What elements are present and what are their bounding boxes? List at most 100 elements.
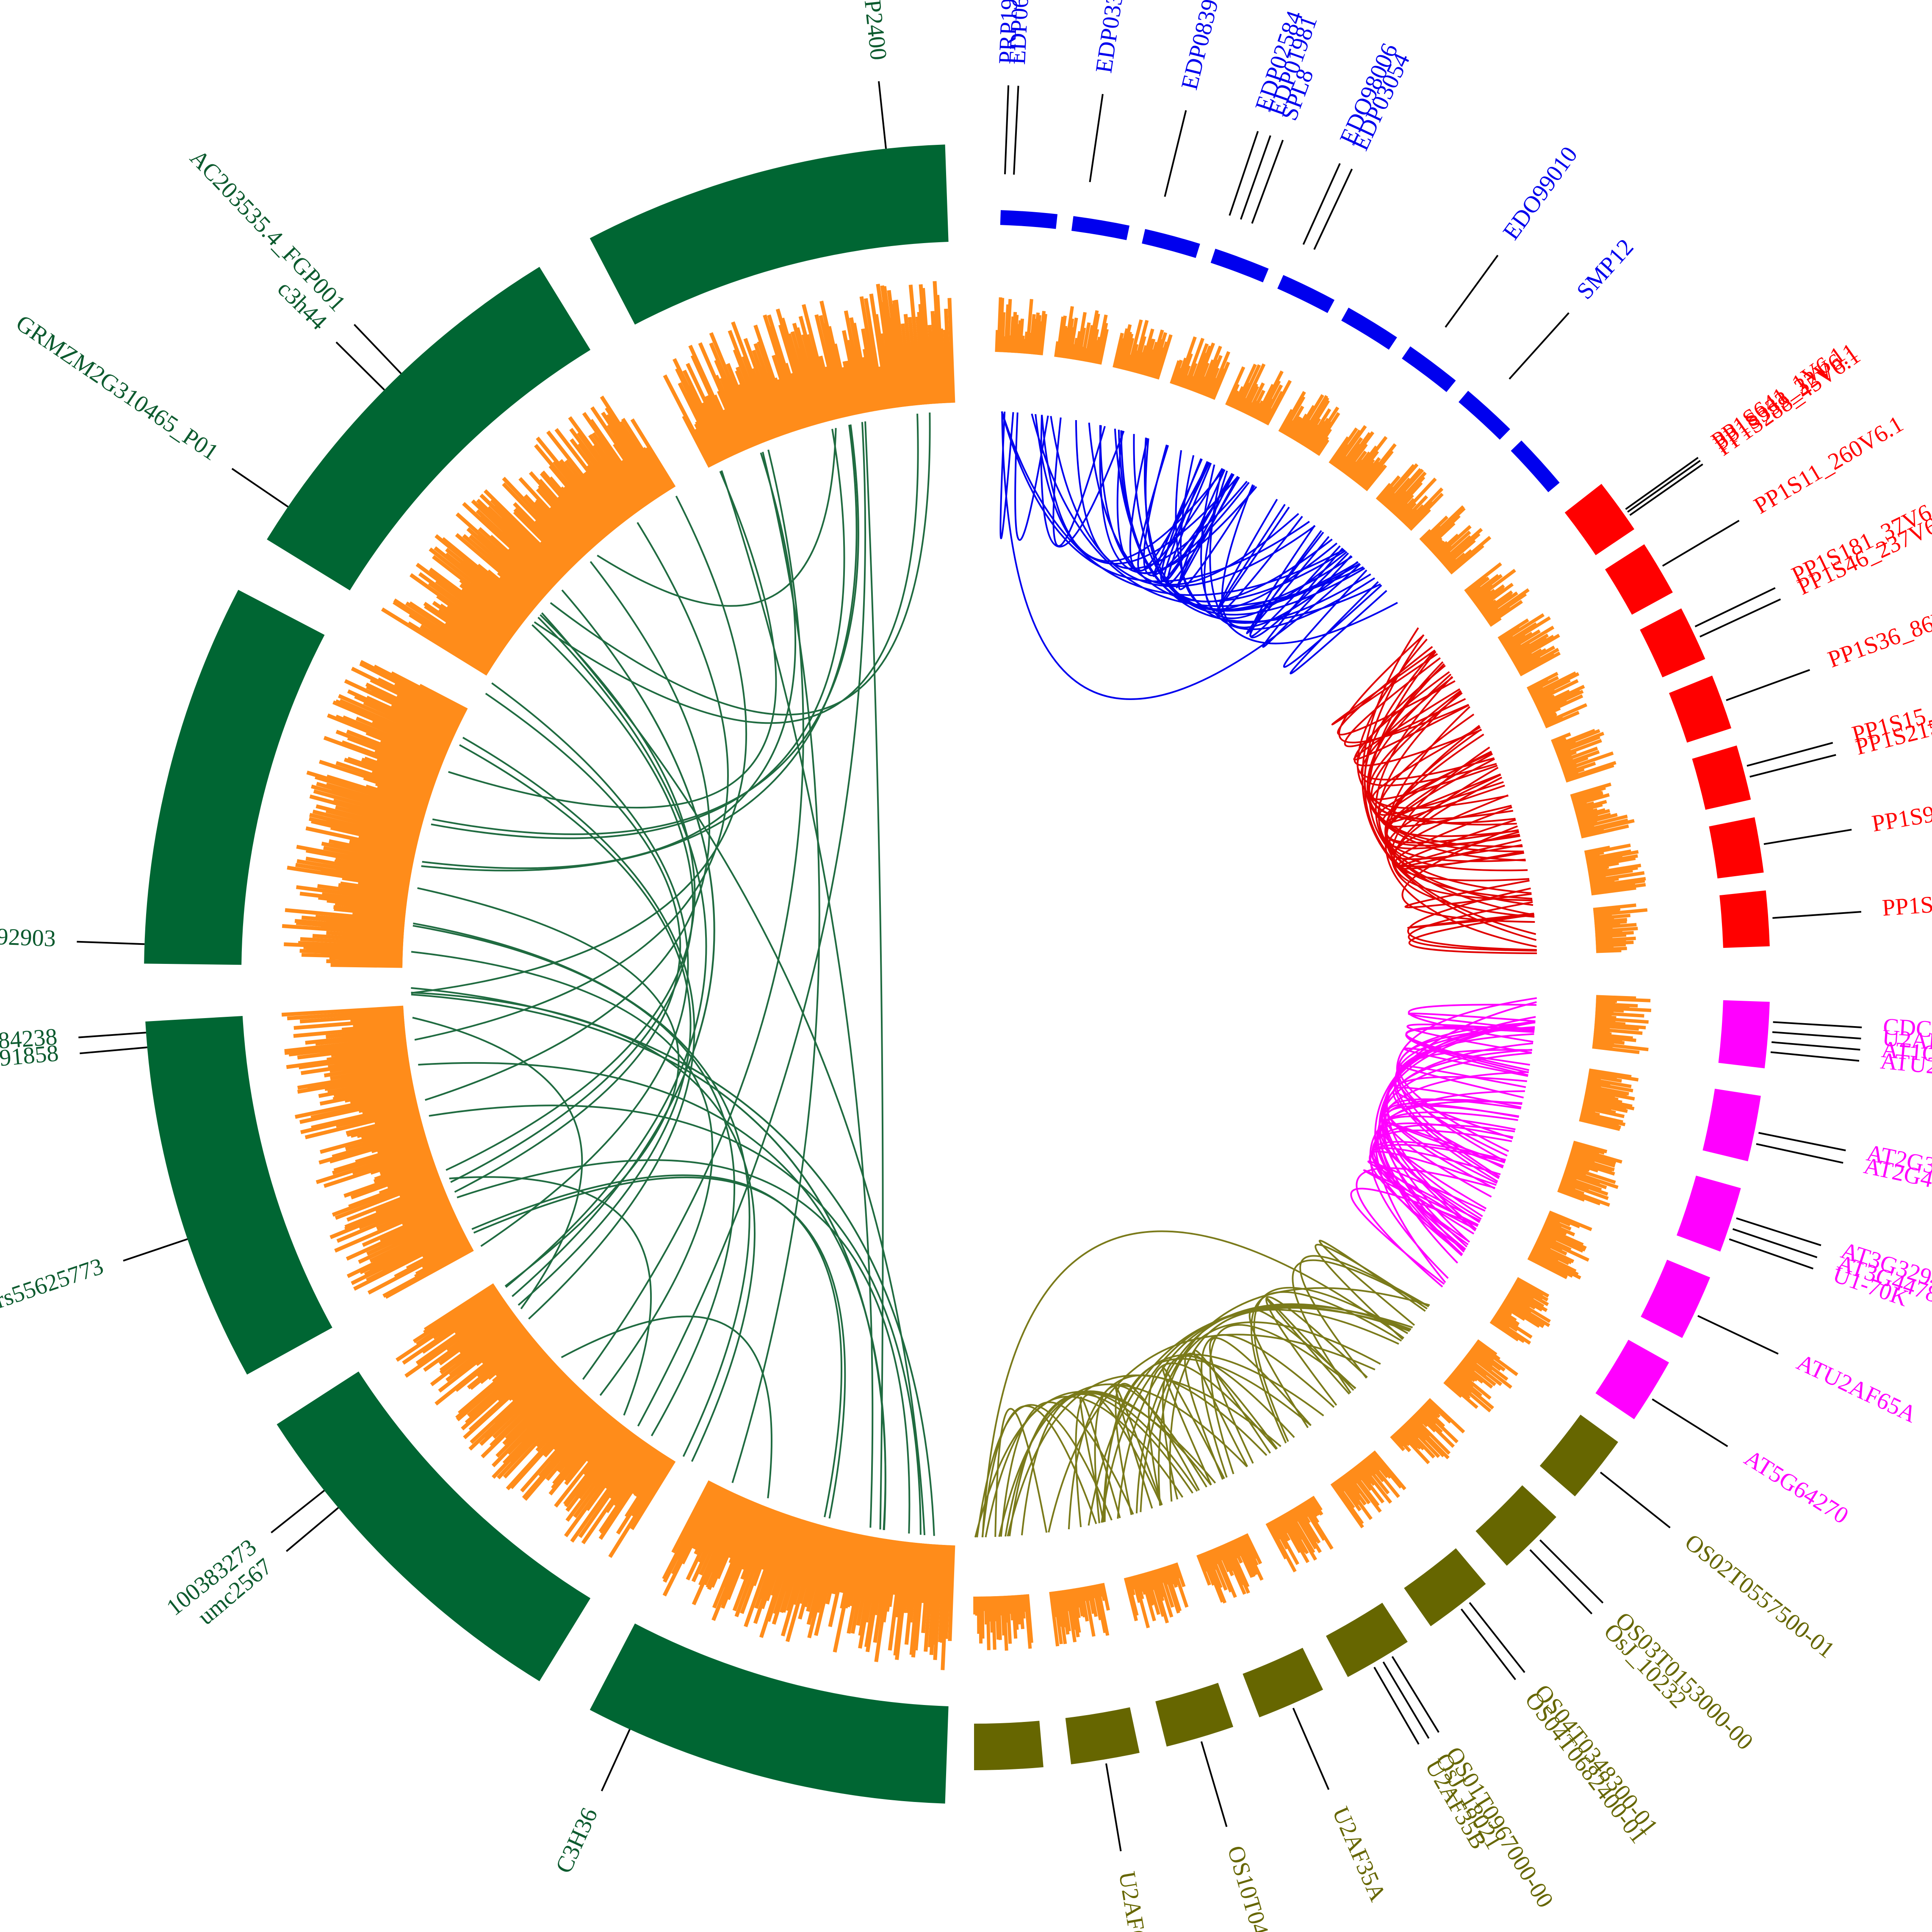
histogram-bar (1594, 913, 1612, 919)
synteny-link (1354, 671, 1482, 767)
histogram-bar (1426, 522, 1456, 549)
histogram-bar (1590, 879, 1645, 890)
histogram-bar (996, 297, 1002, 352)
histogram-bar (1305, 1500, 1318, 1518)
histogram-bar (1004, 304, 1010, 353)
histogram-bar (1283, 1513, 1309, 1554)
synteny-link (1137, 445, 1210, 572)
histogram-bar (1342, 431, 1375, 474)
histogram-bar (1159, 1567, 1174, 1608)
chromosome-rice-3 (1404, 1548, 1486, 1627)
histogram-bar (1502, 616, 1551, 648)
histogram-bar (1132, 1575, 1150, 1628)
histogram-bar (1541, 1227, 1587, 1250)
histogram-bar (1511, 634, 1555, 662)
histogram-bar (1165, 1565, 1175, 1585)
histogram-bar (1441, 528, 1483, 565)
histogram-bar (1065, 318, 1074, 359)
histogram-bar (1500, 1303, 1526, 1321)
histogram-bar (1581, 1107, 1596, 1114)
gene-tick (231, 468, 289, 508)
histogram-bar (1226, 1542, 1250, 1588)
histogram-bar (1445, 552, 1466, 570)
histogram-bar (1138, 328, 1154, 375)
synteny-link (1367, 661, 1524, 853)
synteny-link (450, 624, 694, 1183)
histogram-bar (1564, 1168, 1619, 1189)
histogram-bar (1468, 574, 1500, 599)
histogram-bar (1332, 1481, 1364, 1525)
histogram-bar (1287, 416, 1302, 438)
histogram-bar (1230, 391, 1240, 408)
synteny-link (1384, 733, 1526, 862)
histogram-bar (1231, 1539, 1242, 1557)
histogram-bar (1067, 1589, 1077, 1630)
synteny-link (1031, 413, 1364, 607)
gene-label: PP1S9_160V6.1 (1870, 786, 1932, 837)
histogram-bar (1558, 746, 1598, 764)
histogram-bar (1501, 622, 1538, 647)
histogram-bar (1036, 321, 1043, 355)
synteny-link (1315, 1243, 1428, 1340)
histogram-bar (1395, 1430, 1411, 1446)
histogram-bar (1088, 313, 1100, 363)
synteny-link (1407, 913, 1534, 929)
histogram-bar (1583, 1096, 1635, 1110)
histogram-bar (1453, 1369, 1474, 1388)
histogram-bar (1086, 310, 1099, 363)
histogram-bar (1063, 306, 1074, 359)
histogram-bar (1536, 685, 1585, 710)
histogram-bar (1389, 471, 1427, 513)
histogram-bar (1092, 1584, 1102, 1620)
histogram-bar (1216, 1546, 1231, 1572)
histogram-bar (1223, 1543, 1245, 1586)
histogram-bar (1580, 1114, 1619, 1127)
histogram-bar (1286, 415, 1301, 437)
histogram-bar (1595, 1004, 1630, 1009)
chromosome-arabidopsis-2 (1702, 1088, 1761, 1162)
histogram-bar (1565, 764, 1614, 783)
histogram-bar (1561, 1176, 1608, 1196)
synteny-link (864, 421, 884, 1530)
histogram-bar (1556, 735, 1600, 755)
histogram-bar (1329, 436, 1350, 465)
histogram-bar (1316, 439, 1329, 456)
histogram-bar (1385, 468, 1422, 509)
histogram-bar (1589, 871, 1645, 883)
histogram-bar (1076, 1587, 1084, 1616)
synteny-link (1007, 1374, 1282, 1537)
histogram-bar (1592, 1045, 1640, 1055)
histogram-bar (1489, 617, 1502, 627)
histogram-bar (1573, 801, 1594, 810)
gene-tick (1373, 1666, 1420, 1745)
gene-label: PRP19 (994, 0, 1023, 65)
histogram-bar (1240, 1536, 1264, 1581)
histogram-bar (1570, 1149, 1616, 1166)
histogram-bar (1233, 363, 1257, 410)
histogram-bar (1533, 679, 1579, 704)
synteny-link (449, 1176, 652, 1416)
histogram-bar (1020, 335, 1025, 354)
gene-label: OS04T0682400-01 (1520, 1687, 1652, 1849)
synteny-link (637, 422, 866, 1427)
histogram-bar (1309, 1497, 1323, 1516)
histogram-bar (1406, 1420, 1427, 1442)
histogram-bar (1587, 865, 1609, 872)
histogram-bar (1361, 1459, 1390, 1495)
histogram-bar (1141, 1572, 1154, 1606)
histogram-bar (1472, 1345, 1506, 1372)
histogram-bar (1070, 344, 1076, 360)
gene-label: PP1S88_42V6.1 (1881, 884, 1932, 921)
synteny-link (480, 682, 689, 1247)
histogram-bar (1113, 332, 1124, 368)
histogram-bar (1068, 317, 1078, 360)
histogram-bar (1451, 1370, 1483, 1398)
chromosome-physcomitrella-4 (1669, 675, 1732, 743)
histogram-bar (1429, 539, 1443, 552)
histogram-bar (1470, 1346, 1502, 1371)
histogram-bar (1477, 583, 1514, 611)
synteny-link (1117, 1306, 1410, 1519)
histogram-bar (1580, 828, 1604, 837)
histogram-bar (1378, 485, 1394, 503)
histogram-bar (1287, 1510, 1315, 1554)
